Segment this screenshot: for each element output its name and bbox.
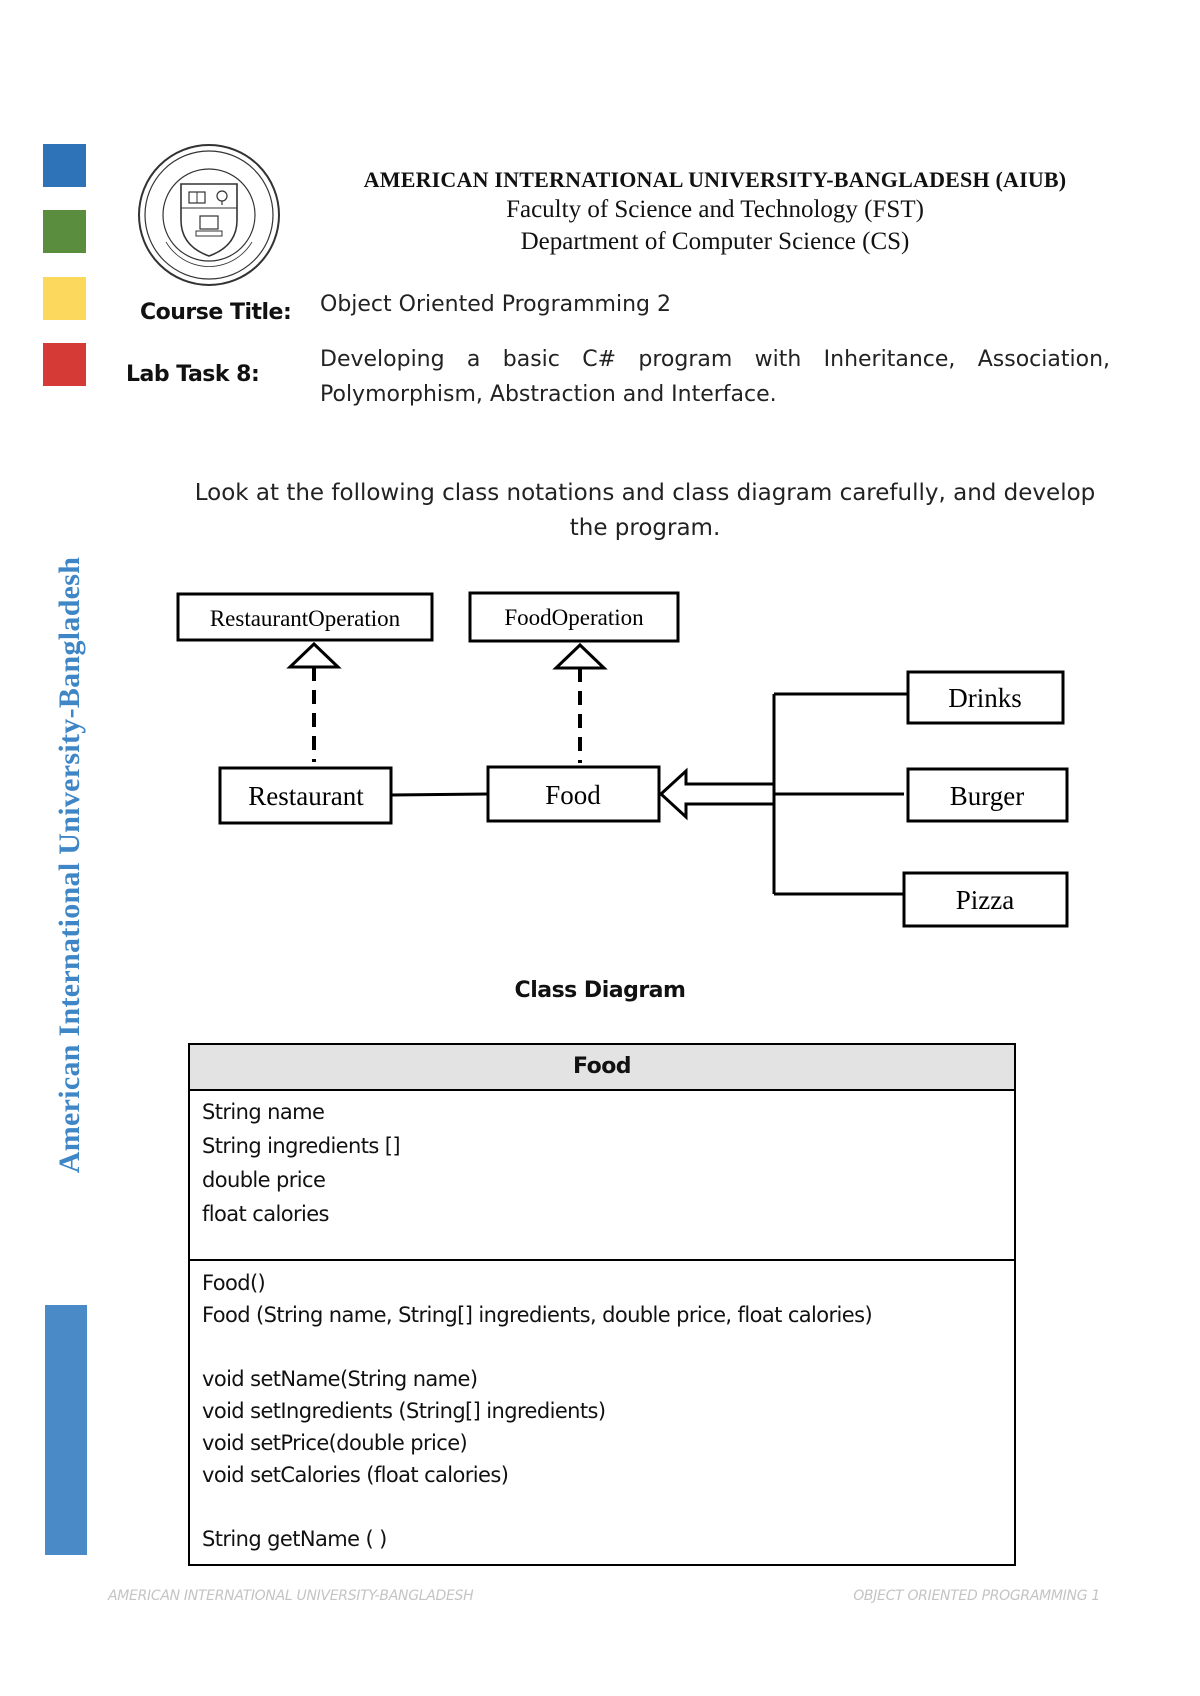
lab-task-line-2: Polymorphism, Abstraction and Interface.	[320, 382, 777, 407]
label-restaurant-operation: RestaurantOperation	[210, 606, 401, 631]
method-row: void setName(String name)	[202, 1367, 478, 1391]
class-methods: Food() Food (String name, String[] ingre…	[190, 1261, 1014, 1564]
university-title: AMERICAN INTERNATIONAL UNIVERSITY-BANGLA…	[363, 167, 1067, 192]
attribute-row: double price	[202, 1168, 326, 1192]
color-square-yellow	[43, 277, 86, 320]
class-diagram-caption: Class Diagram	[514, 978, 686, 1003]
inheritance-arrow	[658, 767, 776, 821]
lab-task-label: Lab Task 8:	[126, 362, 260, 387]
class-attributes: String name String ingredients [] double…	[190, 1091, 1014, 1261]
label-restaurant: Restaurant	[248, 781, 364, 811]
method-row: void setIngredients (String[] ingredient…	[202, 1399, 606, 1423]
box-restaurant	[218, 766, 393, 825]
label-pizza: Pizza	[956, 885, 1014, 915]
class-diagram: RestaurantOperation FoodOperation Restau…	[176, 591, 1069, 928]
attribute-row: String name	[202, 1100, 325, 1124]
label-drinks: Drinks	[948, 683, 1022, 713]
method-row: Food (String name, String[] ingredients,…	[202, 1303, 873, 1327]
realization-arrowhead-restaurant	[286, 641, 342, 669]
faculty-title: Faculty of Science and Technology (FST)	[506, 196, 924, 223]
box-burger	[906, 767, 1069, 823]
instruction-line-1: Look at the following class notations an…	[194, 480, 1096, 506]
method-row: void setPrice(double price)	[202, 1431, 468, 1455]
label-food: Food	[545, 780, 601, 810]
box-food-operation	[468, 591, 680, 643]
realization-arrowhead-food	[552, 642, 608, 670]
sidebar-blue-bar	[45, 1305, 87, 1555]
box-drinks	[906, 670, 1065, 725]
method-spacer	[202, 1331, 1002, 1363]
box-restaurant-operation	[176, 592, 434, 642]
method-row: Food()	[202, 1271, 266, 1295]
attribute-row: String ingredients []	[202, 1134, 401, 1158]
color-square-blue	[43, 144, 86, 187]
attribute-row: float calories	[202, 1202, 329, 1226]
method-spacer	[202, 1491, 1002, 1523]
instruction-line-2: the program.	[569, 515, 721, 541]
lab-task-line-1: Developing a basic C# program with Inher…	[320, 347, 1110, 372]
color-square-green	[43, 210, 86, 253]
class-name-header: Food	[190, 1045, 1014, 1091]
food-class-table: Food String name String ingredients [] d…	[188, 1043, 1016, 1566]
course-title-label: Course Title:	[140, 300, 292, 325]
box-food	[486, 765, 661, 823]
box-pizza	[902, 871, 1069, 928]
instruction-text: Look at the following class notations an…	[180, 476, 1110, 546]
lab-task-value: Developing a basic C# program with Inher…	[320, 342, 1110, 412]
method-row: void setCalories (float calories)	[202, 1463, 509, 1487]
method-row: String getName ( )	[202, 1527, 387, 1551]
label-food-operation: FoodOperation	[504, 605, 644, 630]
university-seal-icon	[136, 142, 282, 288]
footer-university: AMERICAN INTERNATIONAL UNIVERSITY-BANGLA…	[108, 1588, 474, 1604]
label-burger: Burger	[950, 781, 1025, 811]
color-square-red	[43, 343, 86, 386]
course-title-value: Object Oriented Programming 2	[320, 292, 671, 317]
footer-course: OBJECT ORIENTED PROGRAMMING 1	[853, 1588, 1100, 1604]
association-line	[390, 792, 489, 797]
department-title: Department of Computer Science (CS)	[520, 228, 910, 255]
